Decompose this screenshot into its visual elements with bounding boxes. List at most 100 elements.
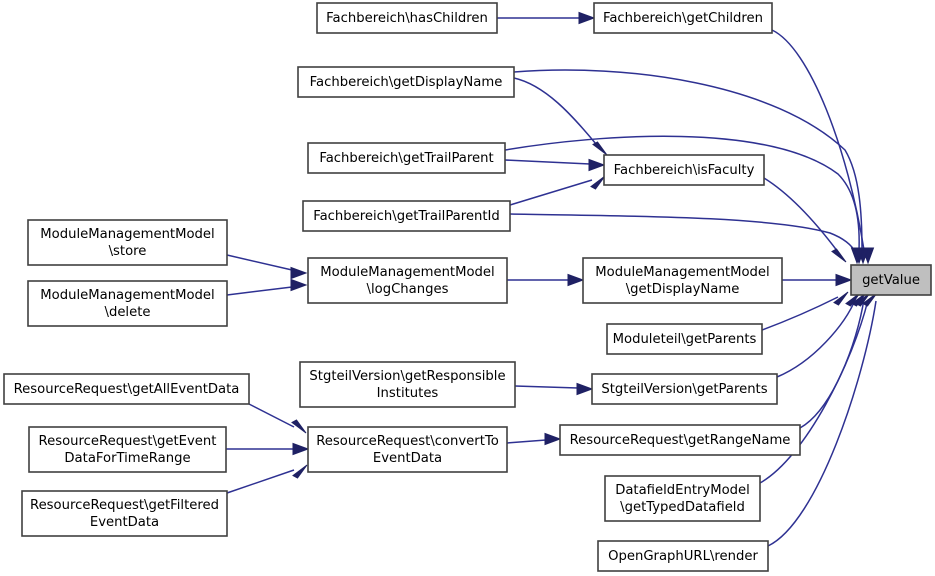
- node-rect[interactable]: [307, 142, 506, 174]
- arrowhead-icon: [845, 292, 861, 307]
- graph-node-moduleteilGetParents[interactable]: Moduleteil\getParents: [606, 323, 763, 355]
- edge-line: [226, 469, 295, 494]
- node-label: Fachbereich\getTrailParentId: [313, 209, 500, 224]
- edge-getTrailParent-to-isFaculty: [504, 158, 606, 172]
- edge-getTypedDatafield-to-getValue: [759, 292, 871, 484]
- graph-node-getChildren[interactable]: Fachbereich\getChildren: [593, 2, 773, 34]
- graph-node-mmmGetDisplayName[interactable]: ModuleManagementModel \getDisplayName: [582, 257, 783, 304]
- node-rect[interactable]: [307, 257, 508, 304]
- arrowhead-icon: [835, 273, 853, 287]
- node-rect[interactable]: [3, 373, 250, 405]
- edge-logChanges-to-mmmGetDisplayName: [507, 273, 585, 287]
- edge-moduleteilGetParents-to-getValue: [761, 291, 849, 331]
- node-label: StgteilVersion\getResponsible: [309, 369, 505, 384]
- edge-isFaculty-to-getValue: [763, 177, 847, 263]
- arrowhead-icon: [544, 432, 562, 446]
- node-rect[interactable]: [28, 426, 227, 473]
- edge-line: [799, 298, 865, 429]
- node-label: \store: [109, 244, 147, 259]
- edge-convertToEventData-to-getRangeName: [506, 432, 562, 446]
- graph-node-openGraphRender[interactable]: OpenGraphURL\render: [597, 540, 769, 572]
- arrowhead-icon: [291, 419, 307, 434]
- node-rect[interactable]: [299, 361, 516, 408]
- node-label: StgteilVersion\getParents: [601, 382, 767, 397]
- node-label: \getTypedDatafield: [620, 500, 745, 515]
- graph-node-getDisplayNameFB[interactable]: Fachbereich\getDisplayName: [297, 66, 515, 98]
- node-rect[interactable]: [302, 200, 511, 232]
- node-label: ResourceRequest\convertTo: [316, 434, 499, 449]
- arrowhead-icon: [567, 273, 585, 287]
- node-label: ModuleManagementModel: [40, 227, 214, 242]
- graph-node-getValue[interactable]: getValue: [850, 264, 932, 296]
- arrowhead-icon: [855, 292, 871, 307]
- graph-node-logChanges[interactable]: ModuleManagementModel\logChanges: [307, 257, 508, 304]
- node-label: \delete: [105, 305, 151, 320]
- graph-node-hasChildren[interactable]: Fachbereich\hasChildren: [316, 2, 498, 34]
- node-label: ModuleManagementModel: [320, 265, 494, 280]
- edge-line: [776, 297, 857, 378]
- edge-getFilteredEventData-to-convertToEventData: [226, 464, 308, 494]
- node-rect[interactable]: [606, 323, 763, 355]
- edge-line: [514, 385, 579, 389]
- edge-line: [509, 179, 593, 206]
- node-label: DatafieldEntryModel: [615, 483, 750, 498]
- edge-getTrailParentId-to-isFaculty: [509, 175, 606, 206]
- node-rect[interactable]: [850, 264, 932, 296]
- graph-node-getRangeName[interactable]: ResourceRequest\getRangeName: [559, 424, 801, 456]
- node-rect[interactable]: [307, 426, 508, 473]
- node-label: EventData: [373, 451, 442, 466]
- node-rect[interactable]: [604, 475, 761, 522]
- node-rect[interactable]: [593, 2, 773, 34]
- graph-node-mmmStore[interactable]: ModuleManagementModel \store: [27, 219, 228, 266]
- node-label: ResourceRequest\getEvent: [39, 434, 217, 449]
- arrowhead-icon: [862, 292, 878, 307]
- arrowhead-icon: [292, 464, 308, 479]
- edge-openGraphRender-to-getValue: [767, 292, 878, 547]
- edge-getRangeName-to-getValue: [799, 292, 867, 429]
- graph-node-mmmDelete[interactable]: ModuleManagementModel \delete: [27, 280, 228, 327]
- graph-node-getTrailParentId[interactable]: Fachbereich\getTrailParentId: [302, 200, 511, 232]
- edge-line: [761, 296, 839, 331]
- node-label: Fachbereich\getTrailParent: [319, 151, 493, 166]
- node-label: OpenGraphURL\render: [608, 549, 758, 564]
- edge-getDisplayNameFB-to-isFaculty: [513, 77, 608, 156]
- arrowhead-icon: [831, 248, 847, 263]
- node-label: ModuleManagementModel: [595, 265, 769, 280]
- edge-line: [513, 77, 597, 145]
- graph-node-getTrailParent[interactable]: Fachbereich\getTrailParent: [307, 142, 506, 174]
- arrowhead-icon: [576, 382, 594, 396]
- node-rect[interactable]: [603, 154, 765, 186]
- edge-line: [763, 177, 839, 253]
- node-rect[interactable]: [316, 2, 498, 34]
- node-label: Fachbereich\getDisplayName: [310, 75, 503, 90]
- graph-node-getAllEventData[interactable]: ResourceRequest\getAllEventData: [3, 373, 250, 405]
- node-rect[interactable]: [297, 66, 515, 98]
- node-rect[interactable]: [597, 540, 769, 572]
- edge-mmmGetDisplayName-to-getValue: [782, 273, 853, 287]
- edge-line: [226, 254, 293, 271]
- node-rect[interactable]: [591, 373, 778, 405]
- arrowhead-icon: [850, 247, 864, 265]
- node-rect[interactable]: [559, 424, 801, 456]
- edge-getTrailParentId-to-getValue: [509, 213, 864, 265]
- node-rect[interactable]: [21, 490, 228, 537]
- node-rect[interactable]: [27, 280, 228, 327]
- edge-getAllEventData-to-convertToEventData: [248, 403, 307, 434]
- graph-node-getTypedDatafield[interactable]: DatafieldEntryModel \getTypedDatafield: [604, 475, 761, 522]
- edge-line: [248, 403, 295, 428]
- graph-node-stgteilGetParents[interactable]: StgteilVersion\getParents: [591, 373, 778, 405]
- node-label: ModuleManagementModel: [40, 288, 214, 303]
- edge-mmmDelete-to-logChanges: [226, 278, 308, 296]
- node-label: \getDisplayName: [626, 282, 740, 297]
- graph-node-isFaculty[interactable]: Fachbereich\isFaculty: [603, 154, 765, 186]
- node-rect[interactable]: [582, 257, 783, 304]
- node-rect[interactable]: [27, 219, 228, 266]
- edge-line: [759, 299, 869, 484]
- node-label: Fachbereich\getChildren: [603, 11, 763, 26]
